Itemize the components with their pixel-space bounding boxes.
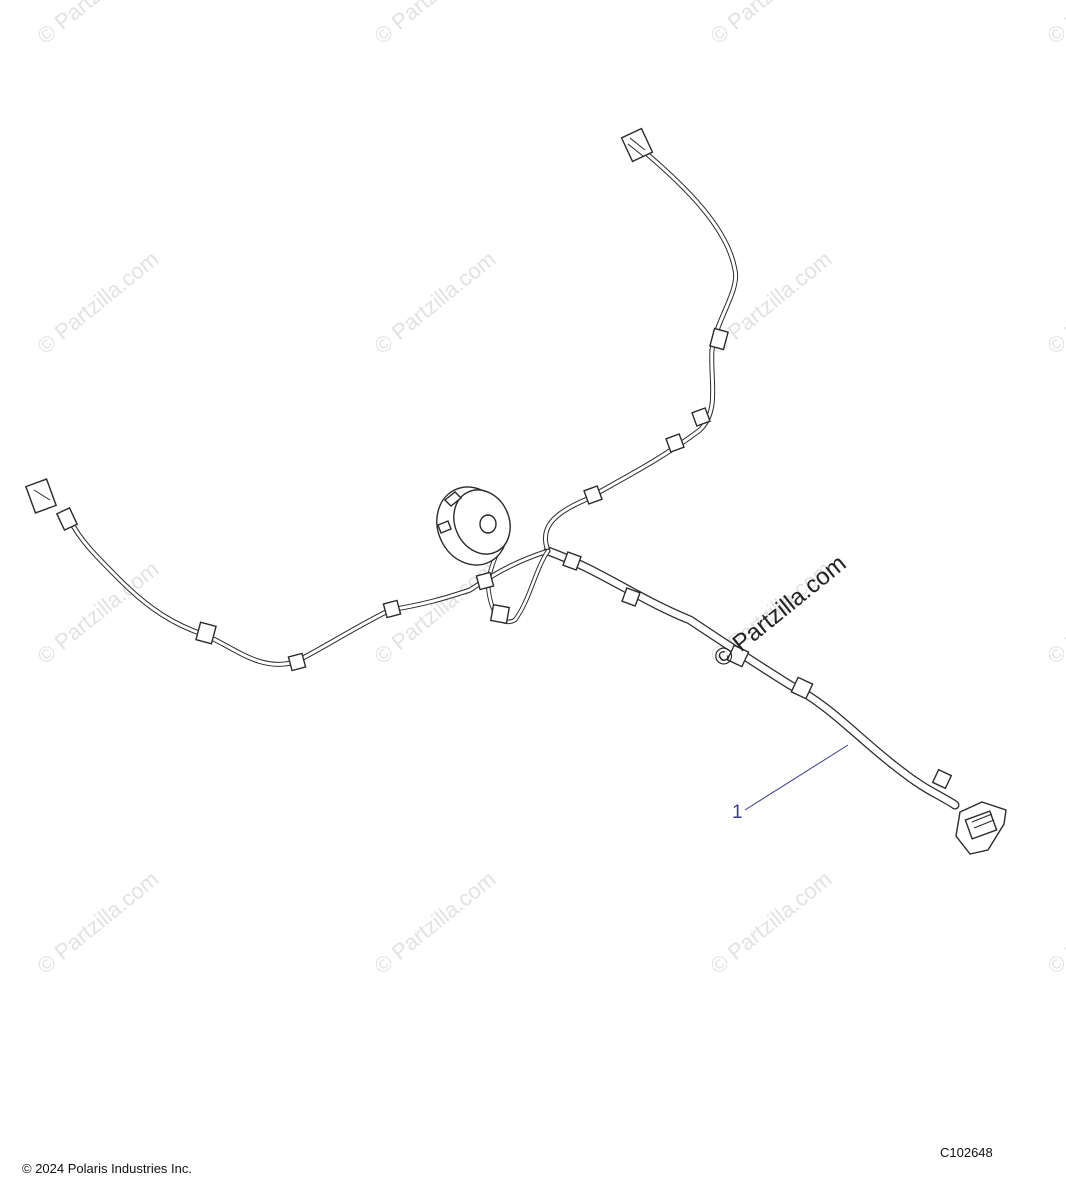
watermark-text: © Partzilla.com <box>1042 866 1066 979</box>
clip-upper-4 <box>583 485 603 505</box>
clip-upper-2 <box>691 407 711 427</box>
clip-left-2 <box>382 599 402 619</box>
watermark-text: © Partzilla.com <box>369 0 500 49</box>
clip-left-3 <box>287 652 307 672</box>
watermark-text: © Partzilla.com <box>369 866 500 979</box>
wire-clips <box>195 327 953 790</box>
clip-left-4 <box>195 621 217 645</box>
copyright-notice: © 2024 Polaris Industries Inc. <box>22 1161 192 1176</box>
watermark-text: © Partzilla.com <box>369 246 500 359</box>
watermark-text: © Partzilla.com <box>32 0 163 49</box>
watermark-text: © Partzilla.com <box>1042 0 1066 49</box>
harness-trunk <box>543 546 960 810</box>
clip-trunk-5 <box>931 768 953 790</box>
connector-left <box>24 478 79 532</box>
figure-code: C102648 <box>940 1145 993 1160</box>
watermark-grid: © Partzilla.com © Partzilla.com © Partzill… <box>32 0 1066 979</box>
clip-trunk-1 <box>562 551 582 571</box>
watermark-text: © Partzilla.com <box>1042 556 1066 669</box>
callout-leader-line <box>744 744 849 811</box>
watermark-main: © Partzilla.com <box>709 550 852 673</box>
watermark-text: © Partzilla.com <box>32 556 163 669</box>
watermark-text: © Partzilla.com <box>32 866 163 979</box>
clip-trunk-3 <box>726 644 750 668</box>
clip-trunk-4 <box>790 676 814 700</box>
clip-left-1 <box>475 571 495 591</box>
connector-upper <box>620 127 654 163</box>
watermark-text: © Partzilla.com <box>705 0 836 49</box>
round-sensor-assembly <box>436 486 511 566</box>
harness-branch-upper-right <box>542 145 739 554</box>
callout-label: 1 <box>732 802 743 823</box>
watermark-text: © Partzilla.com <box>705 866 836 979</box>
watermark-text: © Partzilla.com <box>32 246 163 359</box>
clip-upper-1 <box>709 327 729 351</box>
clip-loop <box>489 603 511 625</box>
clip-trunk-2 <box>621 587 641 607</box>
callout-1: 1 <box>732 744 849 823</box>
connector-main <box>955 801 1007 855</box>
clip-upper-3 <box>665 433 685 453</box>
watermark-text: © Partzilla.com <box>1042 246 1066 359</box>
